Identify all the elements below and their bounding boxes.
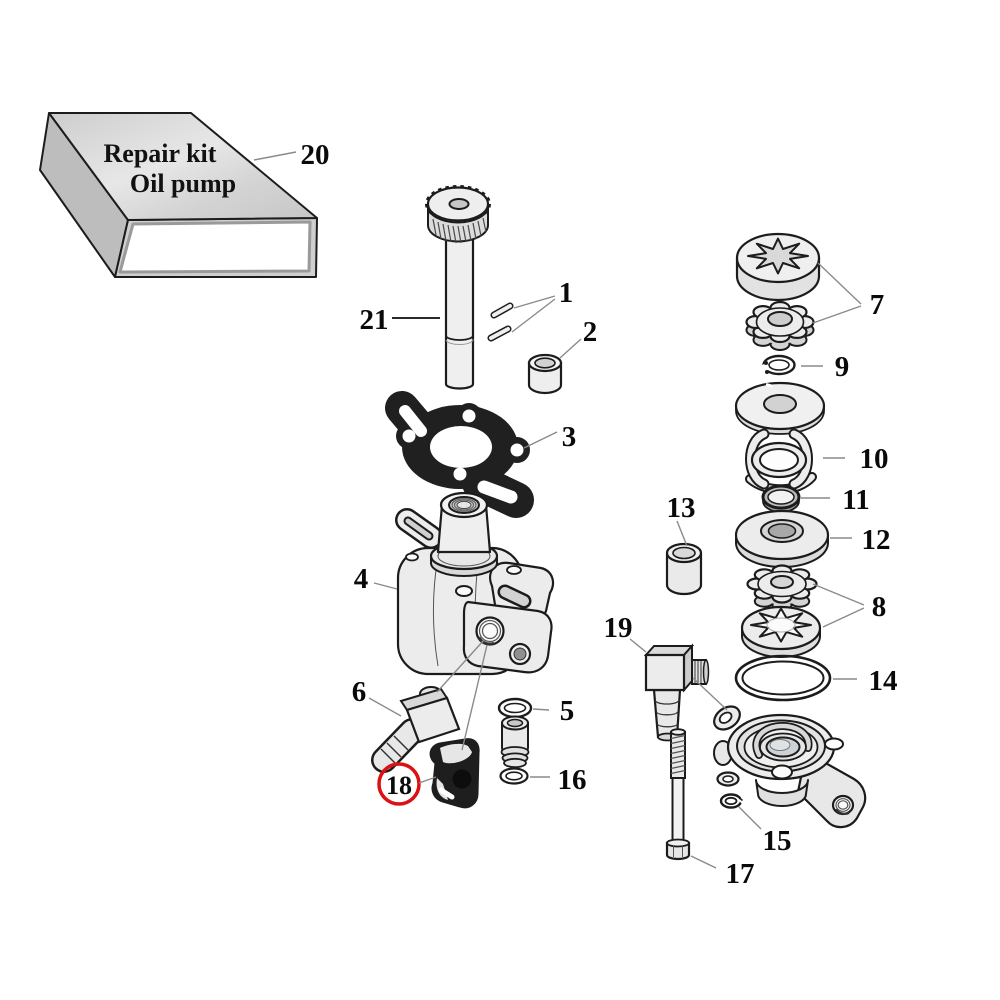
callout-19: 19	[604, 612, 633, 644]
callout-6: 6	[352, 676, 367, 708]
thrust-washer	[734, 381, 826, 435]
callout-2: 2	[583, 316, 598, 348]
callout-3: 3	[562, 421, 577, 453]
bolt-threads	[670, 734, 686, 775]
part-15-lock-washer	[719, 793, 746, 809]
check-valve-body	[500, 715, 530, 769]
outer-rotor-cavity	[747, 237, 809, 275]
part-3-gasket	[385, 391, 534, 518]
part-17-bolt	[665, 728, 691, 861]
kit-box-title-line1: Repair kit	[104, 139, 217, 168]
callout-labels: 1 2 3 4 5 6 7 8 9 10 11 12 13 14 15 16 1…	[301, 139, 898, 890]
callout-7: 7	[870, 289, 885, 321]
gasket-center-hole	[430, 426, 492, 468]
box-front-inset	[118, 220, 312, 274]
part-1-pins	[487, 302, 514, 342]
part-5-oring	[497, 697, 533, 719]
gear-teeth-hatching	[432, 217, 487, 244]
callout-9: 9	[835, 351, 850, 383]
part-6-elbow-fitting	[371, 686, 461, 773]
callout-18-highlighted: 18	[386, 771, 412, 800]
callout-20: 20	[301, 139, 330, 171]
callout-4: 4	[354, 563, 369, 595]
part-20-repair-kit-box: Repair kit Oil pump	[39, 112, 318, 278]
callout-1: 1	[559, 277, 574, 309]
part-4-pump-body	[395, 491, 555, 676]
cover-ear	[713, 705, 741, 731]
callout-14: 14	[869, 665, 898, 697]
leader-lines	[253, 151, 865, 869]
part-11-seal	[761, 484, 801, 513]
callout-15: 15	[763, 825, 792, 857]
part-18-check-valve	[429, 738, 480, 809]
part-19-elbow-fitting	[643, 643, 710, 742]
pump-cover	[713, 705, 867, 829]
callout-16: 16	[558, 764, 587, 796]
callout-8: 8	[872, 591, 887, 623]
part-8-gerotor-set	[740, 564, 822, 658]
inner-rotor-lower	[746, 564, 818, 612]
outer-rotor-lower	[740, 605, 822, 658]
inner-rotor-upper	[745, 300, 815, 351]
part-10-retaining-washer	[745, 428, 817, 495]
callout-11: 11	[842, 484, 869, 516]
callout-5: 5	[560, 695, 575, 727]
part-14-oring	[734, 654, 832, 702]
part-12-washer	[734, 509, 830, 568]
flat-washer	[716, 771, 740, 787]
highlight-circle-18	[377, 762, 421, 806]
part-16-oring	[499, 767, 529, 785]
part-21-gear-shaft	[425, 185, 491, 390]
part-9-snap-ring	[761, 354, 796, 376]
gear-center-hole	[448, 198, 470, 210]
bolt-head	[665, 841, 691, 861]
callout-17: 17	[726, 858, 755, 890]
callout-12: 12	[862, 524, 891, 556]
part-7-gerotor-set	[735, 232, 821, 351]
callout-21: 21	[360, 304, 389, 336]
callout-10: 10	[860, 443, 889, 475]
kit-box-title-line2: Oil pump	[130, 169, 236, 198]
callout-13: 13	[667, 492, 696, 524]
part-13-bushing	[665, 542, 703, 596]
part-2-bushing	[527, 353, 563, 395]
